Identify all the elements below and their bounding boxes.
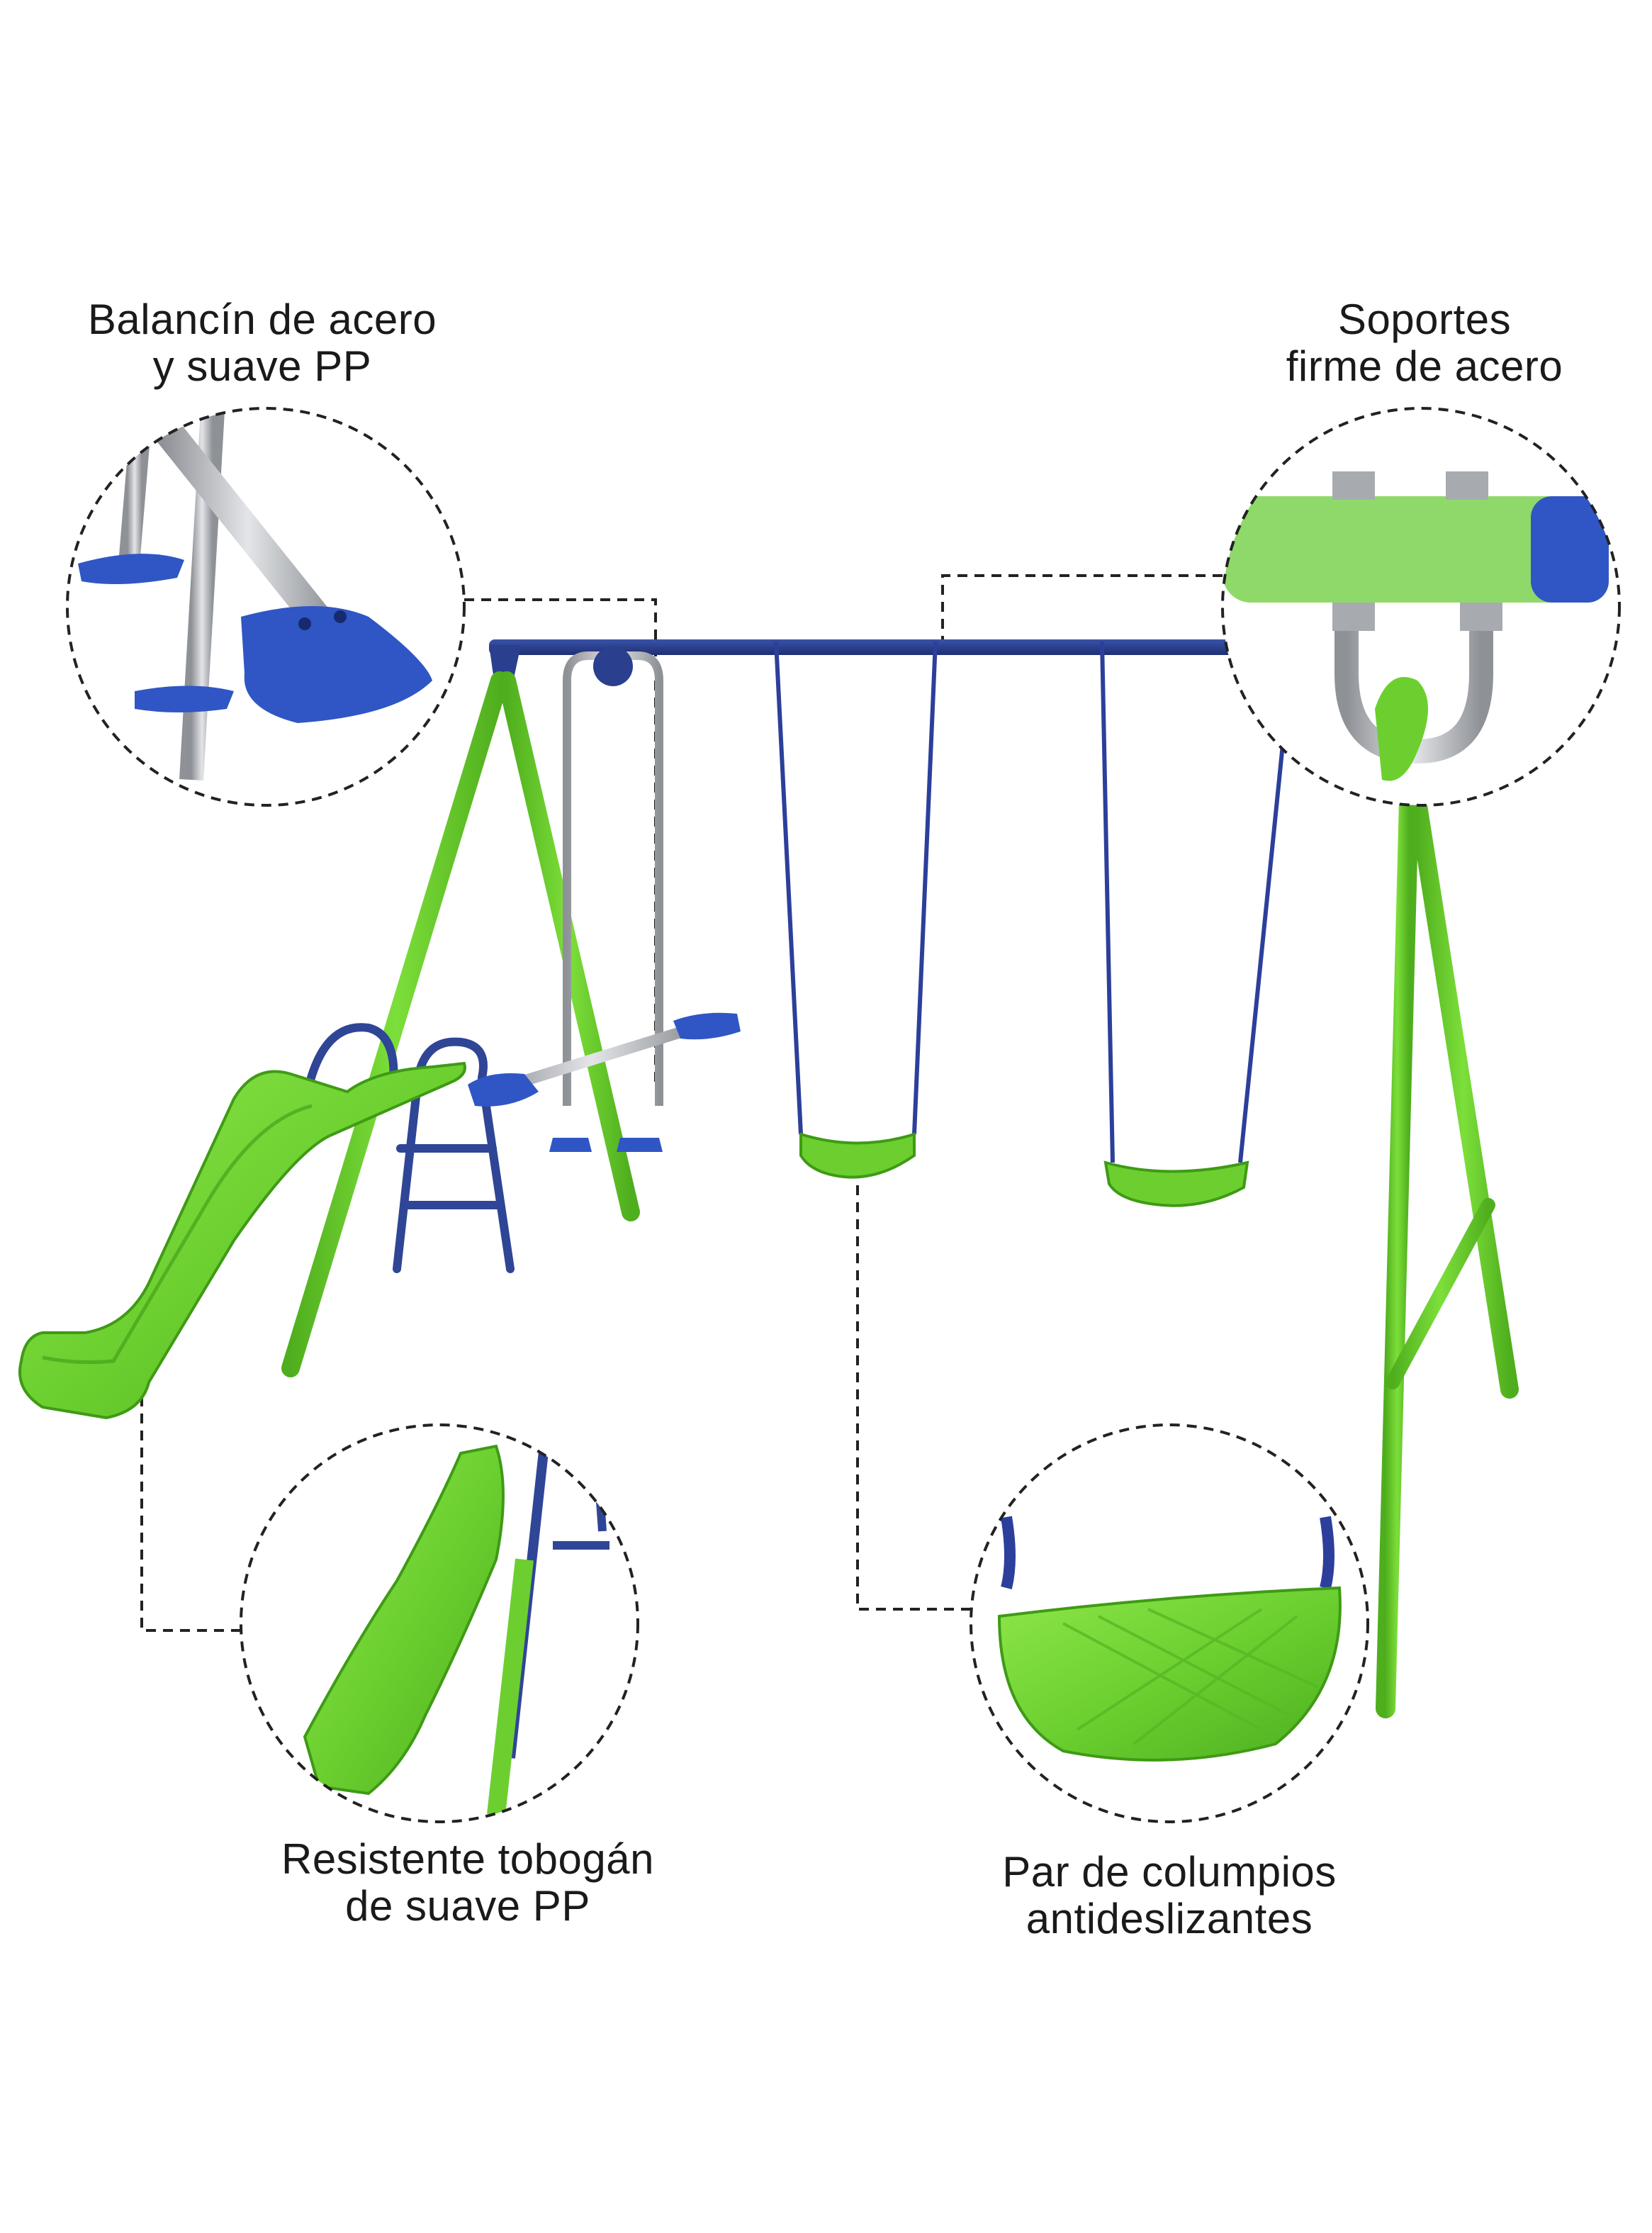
slide-ladder — [300, 1023, 515, 1273]
swing-set — [18, 639, 1519, 1718]
right-leg-front — [1376, 791, 1419, 1718]
caption-bracket: Soportes firme de acero — [1198, 296, 1651, 390]
right-leg-brace — [1386, 1198, 1495, 1389]
caption-bracket-line1: Soportes — [1337, 296, 1512, 343]
caption-swing-line1: Par de columpios — [1002, 1848, 1337, 1896]
detail-seesaw — [66, 407, 466, 807]
left-leg-front — [281, 671, 509, 1377]
caption-slide-line2: de suave PP — [345, 1882, 590, 1930]
caption-slide-line1: Resistente tobogán — [281, 1835, 655, 1883]
detail-slide — [240, 1423, 639, 1823]
caption-swing: Par de columpios antideslizantes — [950, 1849, 1389, 1942]
top-beam — [489, 639, 1240, 655]
swing-seat-1 — [774, 641, 938, 1179]
seesaw-glider — [468, 647, 741, 1152]
swing-seat-2 — [1100, 641, 1285, 1207]
caption-seesaw: Balancín de acero y suave PP — [43, 296, 482, 390]
connector-swing — [856, 1173, 971, 1611]
connector-bracket — [941, 574, 1223, 652]
connector-slide — [140, 1333, 241, 1632]
detail-bracket — [1221, 407, 1621, 807]
right-leg-back — [1408, 792, 1519, 1399]
caption-slide: Resistente tobogán de suave PP — [213, 1836, 723, 1930]
caption-seesaw-line2: y suave PP — [152, 342, 372, 390]
caption-bracket-line2: firme de acero — [1286, 342, 1563, 390]
caption-swing-line2: antideslizantes — [1026, 1895, 1313, 1942]
caption-seesaw-line1: Balancín de acero — [87, 296, 437, 343]
detail-swing — [970, 1423, 1369, 1823]
